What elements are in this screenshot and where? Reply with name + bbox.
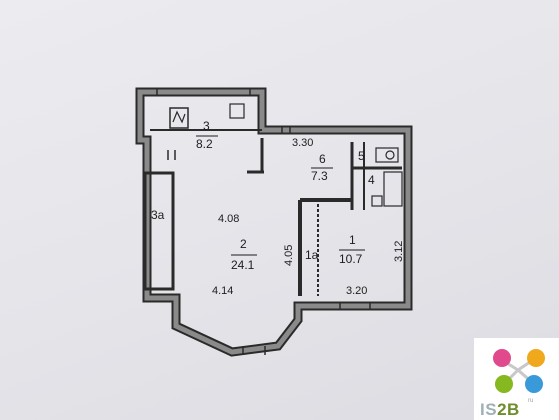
room-label-5: 5 [358,149,365,163]
dim-4-08: 4.08 [218,213,239,225]
dim-4-05: 4.05 [283,245,295,266]
room-label-6-number: 6 [319,152,326,166]
room-label-1-number: 1 [349,233,356,247]
room-label-3-area: 8.2 [196,137,213,151]
dim-3-30: 3.30 [292,137,313,149]
watermark-logo: IS2B ru [474,338,559,420]
walls [135,87,413,357]
room-label-1-area: 10.7 [339,252,363,266]
room-label-4: 4 [368,173,375,187]
watermark-suffix: ru [528,398,534,404]
room-label-6-area: 7.3 [311,169,328,183]
watermark-text: IS2B [480,400,520,419]
dim-4-14: 4.14 [212,285,233,297]
dim-3-20: 3.20 [346,285,367,297]
room-label-3-number: 3 [203,119,210,133]
room-label-3a: 3а [151,208,165,222]
room-label-2-number: 2 [240,237,247,251]
molecule-icon [493,349,545,393]
room-label-2-area: 24.1 [231,258,255,272]
dim-3-12: 3.12 [393,241,405,262]
room-label-1a: 1а [305,248,319,262]
plan-labels: 3 8.2 3.30 6 7.3 5 4 3а 4.08 2 24.1 4.05… [151,119,405,297]
